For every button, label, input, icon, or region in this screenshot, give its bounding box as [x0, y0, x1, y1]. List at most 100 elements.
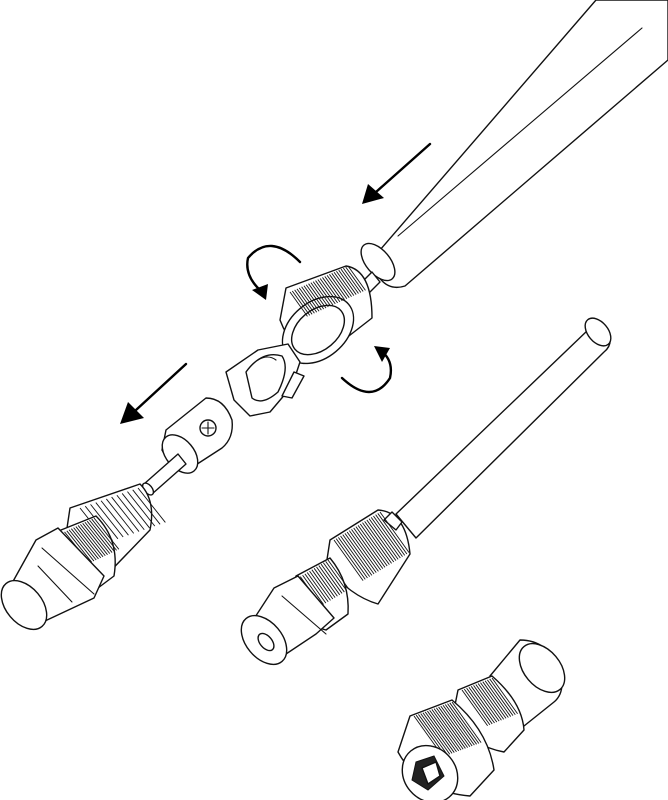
- knurl-line: [353, 527, 384, 569]
- insert-arrow-top: [362, 142, 432, 204]
- knurl-line: [91, 518, 117, 551]
- knurl-line: [377, 513, 408, 555]
- knurl-line: [470, 686, 498, 723]
- knurl-line: [298, 287, 318, 313]
- knurl-line: [320, 563, 343, 594]
- knurl-line: [304, 573, 327, 604]
- knurl-line: [93, 517, 120, 550]
- coax-cable-top: [360, 0, 668, 289]
- knurl-line: [333, 271, 352, 297]
- knurl-line: [84, 521, 111, 554]
- knurl-line: [329, 274, 348, 299]
- knurl-line: [489, 678, 516, 715]
- knurl-line: [429, 709, 460, 752]
- knurl-line: [106, 498, 135, 534]
- knurl-line: [463, 688, 491, 726]
- knurl-line: [313, 568, 336, 598]
- knurl-line: [132, 489, 161, 525]
- knurl-line: [302, 574, 324, 605]
- knurl-line: [346, 531, 377, 573]
- knurl-line: [77, 525, 104, 558]
- knurl-line: [82, 523, 108, 555]
- assembled-connector-nut: [325, 509, 411, 605]
- connector-end-view-sleeve: [489, 639, 566, 727]
- knurl-line: [370, 517, 401, 559]
- knurl-line: [468, 686, 495, 724]
- knurl-line: [351, 529, 381, 571]
- connector-plug-sleeve: [0, 527, 105, 631]
- cable-clamp-insert: [225, 343, 305, 417]
- knurl-line: [68, 529, 95, 562]
- knurl-line: [473, 685, 500, 722]
- knurl-line: [324, 276, 343, 302]
- knurl-line: [111, 496, 140, 532]
- knurl-line: [444, 704, 475, 746]
- knurl-line: [344, 533, 375, 575]
- knurl-line: [336, 270, 355, 296]
- knurl-line: [442, 705, 473, 747]
- knurl-line: [66, 530, 93, 563]
- rotation-arrow-lower: [340, 346, 393, 394]
- knurl-line: [316, 566, 338, 597]
- knurl-line: [338, 537, 368, 579]
- knurl-line: [433, 708, 464, 750]
- connector-end-view-nut: [397, 699, 495, 800]
- knurl-line: [373, 515, 403, 557]
- knurl-line: [424, 711, 455, 753]
- knurl-line: [296, 288, 315, 314]
- knurl-line: [364, 521, 395, 563]
- knurl-line: [291, 290, 311, 316]
- knurl-line: [301, 286, 320, 312]
- rotation-arrow-upper: [246, 244, 302, 300]
- knurl-line: [317, 279, 336, 305]
- knurl-line: [431, 709, 462, 751]
- knurl-line: [90, 504, 119, 540]
- knurl-line: [86, 520, 113, 553]
- knurl-line: [435, 707, 466, 749]
- coax-cable-middle: [395, 317, 612, 539]
- knurl-line: [440, 705, 471, 748]
- knurl-line: [137, 487, 166, 523]
- knurl-line: [127, 491, 156, 527]
- knurl-line: [312, 281, 332, 307]
- knurl-line: [294, 289, 313, 315]
- knurl-line: [75, 526, 102, 559]
- knurl-line: [451, 701, 482, 743]
- knurl-line: [95, 502, 124, 538]
- knurl-line: [484, 680, 512, 717]
- knurl-line: [466, 687, 493, 725]
- knurl-line: [116, 494, 145, 531]
- knurl-line: [80, 524, 106, 557]
- insert-arrow-left: [120, 362, 188, 424]
- knurl-line: [368, 518, 399, 560]
- knurl-line: [342, 267, 362, 293]
- knurl-line: [338, 269, 357, 295]
- knurl-line: [327, 559, 350, 590]
- knurl-line: [449, 702, 480, 744]
- knurl-line: [345, 266, 364, 292]
- knurl-line: [121, 493, 150, 529]
- knurl-line: [315, 280, 334, 306]
- knurl-line: [357, 525, 388, 567]
- knurl-line: [319, 278, 338, 304]
- knurl-line: [322, 277, 341, 303]
- knurl-line: [355, 526, 386, 568]
- knurl-line: [447, 703, 477, 745]
- knurl-line: [340, 268, 359, 294]
- knurl-line: [348, 530, 379, 572]
- knurl-line: [89, 519, 115, 552]
- knurl-line: [289, 291, 308, 317]
- knurled-coupling-nut: [279, 265, 373, 365]
- knurl-line: [331, 273, 350, 298]
- knurl-line: [427, 710, 457, 752]
- knurl-line: [461, 689, 488, 727]
- knurl-line: [335, 538, 366, 580]
- knurl-line: [379, 511, 410, 553]
- knurl-line: [480, 682, 507, 719]
- knurl-line: [366, 519, 397, 561]
- knurl-line: [100, 500, 129, 536]
- knurl-line: [375, 514, 406, 556]
- assembled-connector-sleeve: [240, 575, 335, 666]
